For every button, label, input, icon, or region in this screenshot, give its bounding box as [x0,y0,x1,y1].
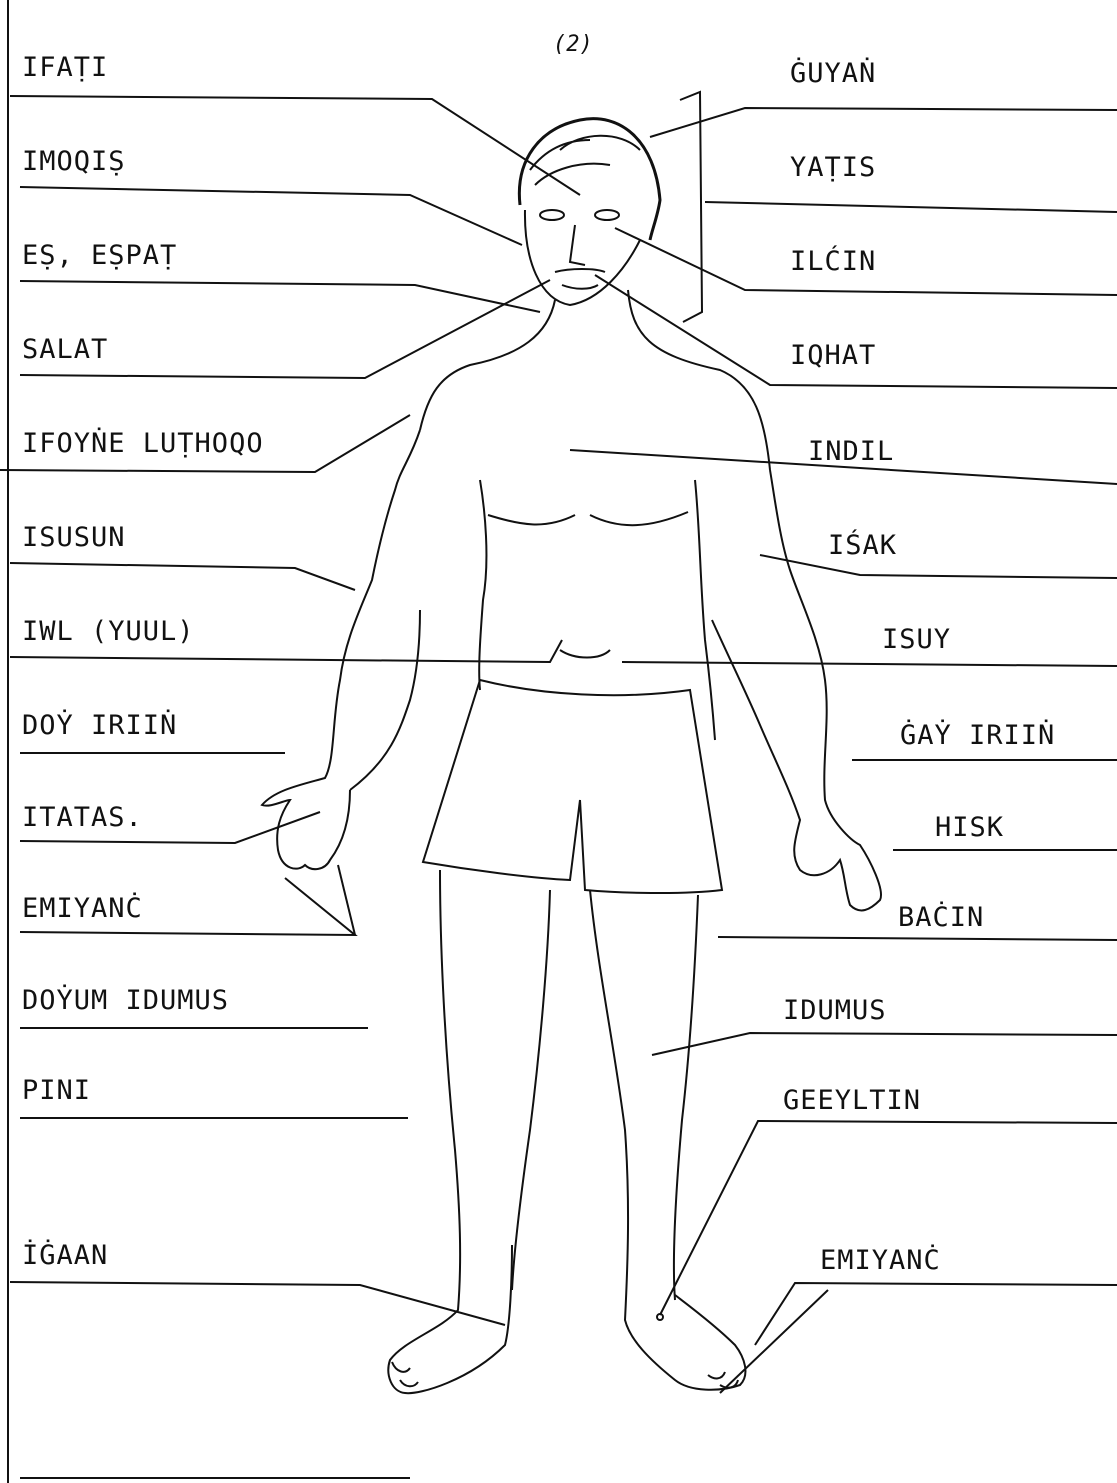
label-ifoyne-luthoqo: IFOYṄE LUṬHOQO [22,428,264,459]
label-es-espat: EṢ, EṢPAṬ [22,240,177,271]
label-yatis: YAṬIS [790,152,876,183]
label-itatas: ITATAS. [22,802,143,833]
label-bacin: BAĊIN [898,902,984,933]
label-indil: INDIL [808,436,894,467]
label-emiyanc-right: EMIYANĊ [820,1245,941,1276]
label-doy-iriin: DOẎ IRIIṄ [22,710,177,741]
label-idumus-right: IDUMUS [783,995,887,1026]
label-imoqis: IMOQIṢ [22,146,126,177]
page-number: (2) [553,32,593,57]
label-isusun: ISUSUN [22,522,126,553]
label-iwl-yuul: IWL (YUUL) [22,616,195,647]
label-guyan: ĠUYAṄ [790,58,876,89]
label-isuy: ISUY [882,624,951,655]
label-pini: PINI [22,1075,91,1106]
label-ilcin: ILĆIN [790,246,876,277]
label-ifati: IFAṬI [22,52,108,83]
human-figure [262,119,881,1394]
label-iqhat: IQHAT [790,340,876,371]
label-igaan: İĠAAN [22,1240,108,1271]
label-emiyanc-left: EMIYANĊ [22,893,143,924]
label-geeyltin: GEEYLTIN [783,1085,921,1116]
label-isak: IŚAK [828,530,897,561]
label-hisk: HISK [935,812,1004,843]
label-doyum-idumus: DOẎUM IDUMUS [22,985,229,1016]
label-gay-iriin: ĠAẎ IRIIṄ [900,720,1055,751]
label-salat: SALAT [22,334,108,365]
